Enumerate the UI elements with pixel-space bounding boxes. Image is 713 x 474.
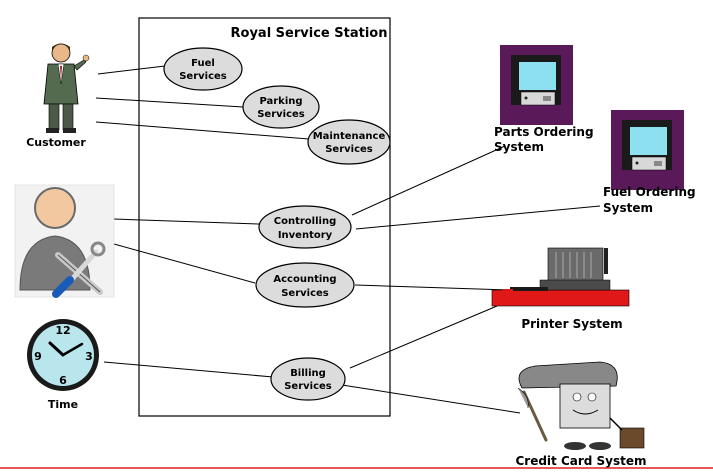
link-billing-credit [341, 384, 521, 414]
uc-parking-line1: Parking [259, 96, 302, 107]
admin-actor-icon [14, 184, 115, 298]
printer-icon [491, 247, 630, 307]
uc-billing-line2: Services [284, 381, 332, 392]
uc-maintenance-line2: Services [325, 144, 373, 155]
clock-6: 6 [59, 374, 67, 387]
uc-billing-line1: Billing [290, 368, 326, 379]
link-time-billing [103, 361, 274, 378]
use-case-controlling-inventory: Controlling Inventory [258, 205, 352, 249]
uc-fuel-line2: Services [179, 71, 227, 82]
clock-3: 3 [85, 350, 93, 363]
uc-inventory-line2: Inventory [278, 230, 333, 241]
uc-fuel-line1: Fuel [191, 58, 215, 69]
uc-accounting-line2: Services [281, 288, 329, 299]
time-actor-icon: 12 3 6 9 [27, 319, 99, 391]
clock-9: 9 [34, 350, 42, 363]
use-case-billing-services: Billing Services [270, 357, 346, 401]
link-admin-accounting [113, 243, 256, 284]
use-case-parking-services: Parking Services [242, 85, 320, 129]
parts-ordering-label-line1: Parts Ordering [494, 125, 594, 139]
use-case-maintenance-services: Maintenance Services [307, 119, 391, 165]
link-accounting-printer [354, 284, 511, 291]
parts-ordering-computer-icon [500, 45, 573, 125]
customer-actor-icon [43, 43, 90, 133]
use-case-fuel-services: Fuel Services [163, 47, 243, 91]
time-label: Time [48, 398, 78, 411]
uc-parking-line2: Services [257, 109, 305, 120]
uc-accounting-line1: Accounting [273, 274, 336, 285]
credit-card-system-icon [517, 361, 645, 450]
credit-card-label: Credit Card System [515, 454, 646, 468]
link-customer-parking [95, 97, 244, 108]
fuel-ordering-label-line2: System [603, 201, 653, 215]
customer-label: Customer [26, 136, 86, 149]
clock-12: 12 [55, 324, 70, 337]
uc-inventory-line1: Controlling [274, 216, 336, 227]
printer-label: Printer System [521, 317, 622, 331]
link-admin-inventory [113, 218, 260, 225]
link-inventory-parts [351, 145, 506, 216]
link-customer-fuel [97, 65, 166, 75]
link-billing-printer [349, 305, 498, 369]
system-title: Royal Service Station [231, 26, 388, 41]
fuel-ordering-computer-icon [611, 110, 684, 190]
parts-ordering-label-line2: System [494, 140, 544, 154]
associations [95, 65, 601, 414]
use-case-accounting-services: Accounting Services [255, 262, 355, 308]
fuel-ordering-label-line1: Fuel Ordering [603, 185, 696, 199]
uc-maintenance-line1: Maintenance [313, 131, 386, 142]
link-customer-maintenance [95, 121, 310, 140]
link-inventory-fuelordering [355, 205, 601, 230]
